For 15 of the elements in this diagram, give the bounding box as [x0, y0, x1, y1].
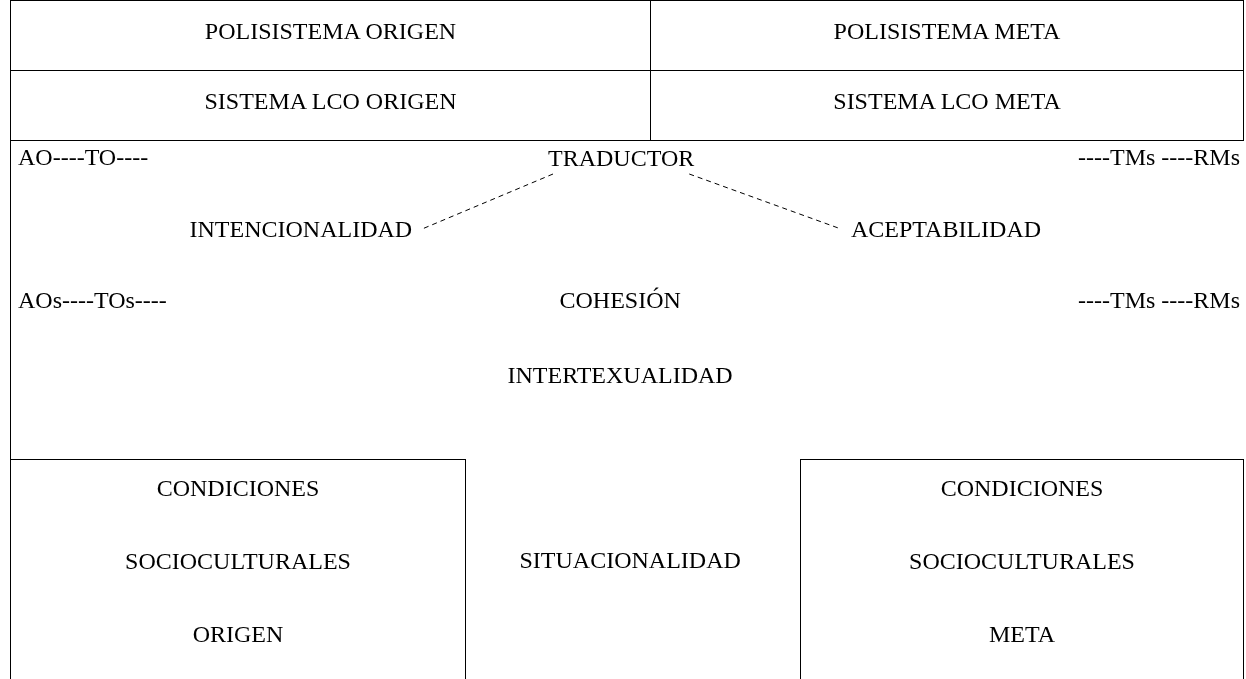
term-label: TRADUCTOR: [548, 144, 695, 172]
table-cell: POLISISTEMA ORIGEN: [10, 0, 651, 71]
chain-label: ----TMs ----RMs: [1078, 286, 1240, 314]
term-label: ACEPTABILIDAD: [851, 215, 1042, 243]
chain-label: ----TMs ----RMs: [1078, 143, 1240, 171]
term-label: INTERTEXUALIDAD: [507, 361, 733, 389]
table-cell: CONDICIONES SOCIOCULTURALES META: [800, 459, 1244, 679]
term-label: INTENCIONALIDAD: [189, 215, 413, 243]
term-label: COHESIÓN: [559, 286, 681, 314]
chain-label: AO----TO----: [18, 143, 149, 171]
table-cell: CONDICIONES SOCIOCULTURALES ORIGEN: [10, 459, 466, 679]
chain-label: AOs----TOs----: [18, 286, 167, 314]
table-cell: POLISISTEMA META: [650, 0, 1244, 71]
term-label: SITUACIONALIDAD: [519, 546, 741, 574]
dashed-line: [421, 173, 554, 230]
